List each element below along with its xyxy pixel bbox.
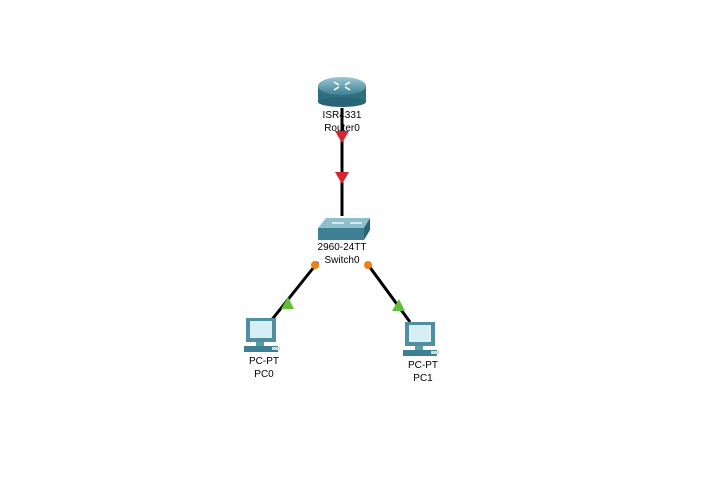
link-status-down-icon <box>335 131 349 143</box>
pc1-name-label: PC1 <box>413 373 433 384</box>
pc-icon <box>244 318 280 352</box>
pc0-name-label: PC0 <box>254 369 274 380</box>
switch-icon <box>318 218 370 240</box>
link-router0-switch0[interactable] <box>335 108 349 216</box>
link-status-down-icon <box>335 172 349 184</box>
router-icon <box>318 77 366 107</box>
pc1-model-label: PC-PT <box>408 360 438 371</box>
link-status-up-icon <box>281 297 294 309</box>
router0-name-label: Router0 <box>324 123 360 134</box>
router0-model-label: ISR4331 <box>322 110 362 121</box>
device-pc1[interactable] <box>401 320 441 360</box>
link-switch0-pc0[interactable] <box>268 261 320 323</box>
switch0-model-label: 2960-24TT <box>317 242 367 253</box>
device-switch0[interactable] <box>310 212 374 242</box>
link-switch0-pc1[interactable] <box>364 261 412 323</box>
pc-icon <box>403 322 439 356</box>
device-pc0[interactable] <box>242 316 282 356</box>
link-status-blocking-icon <box>364 261 372 269</box>
pc0-model-label: PC-PT <box>249 356 279 367</box>
switch0-name-label: Switch0 <box>324 255 360 266</box>
link-status-blocking-icon <box>311 261 319 269</box>
link-status-up-icon <box>392 299 405 311</box>
device-router0[interactable] <box>312 74 372 108</box>
